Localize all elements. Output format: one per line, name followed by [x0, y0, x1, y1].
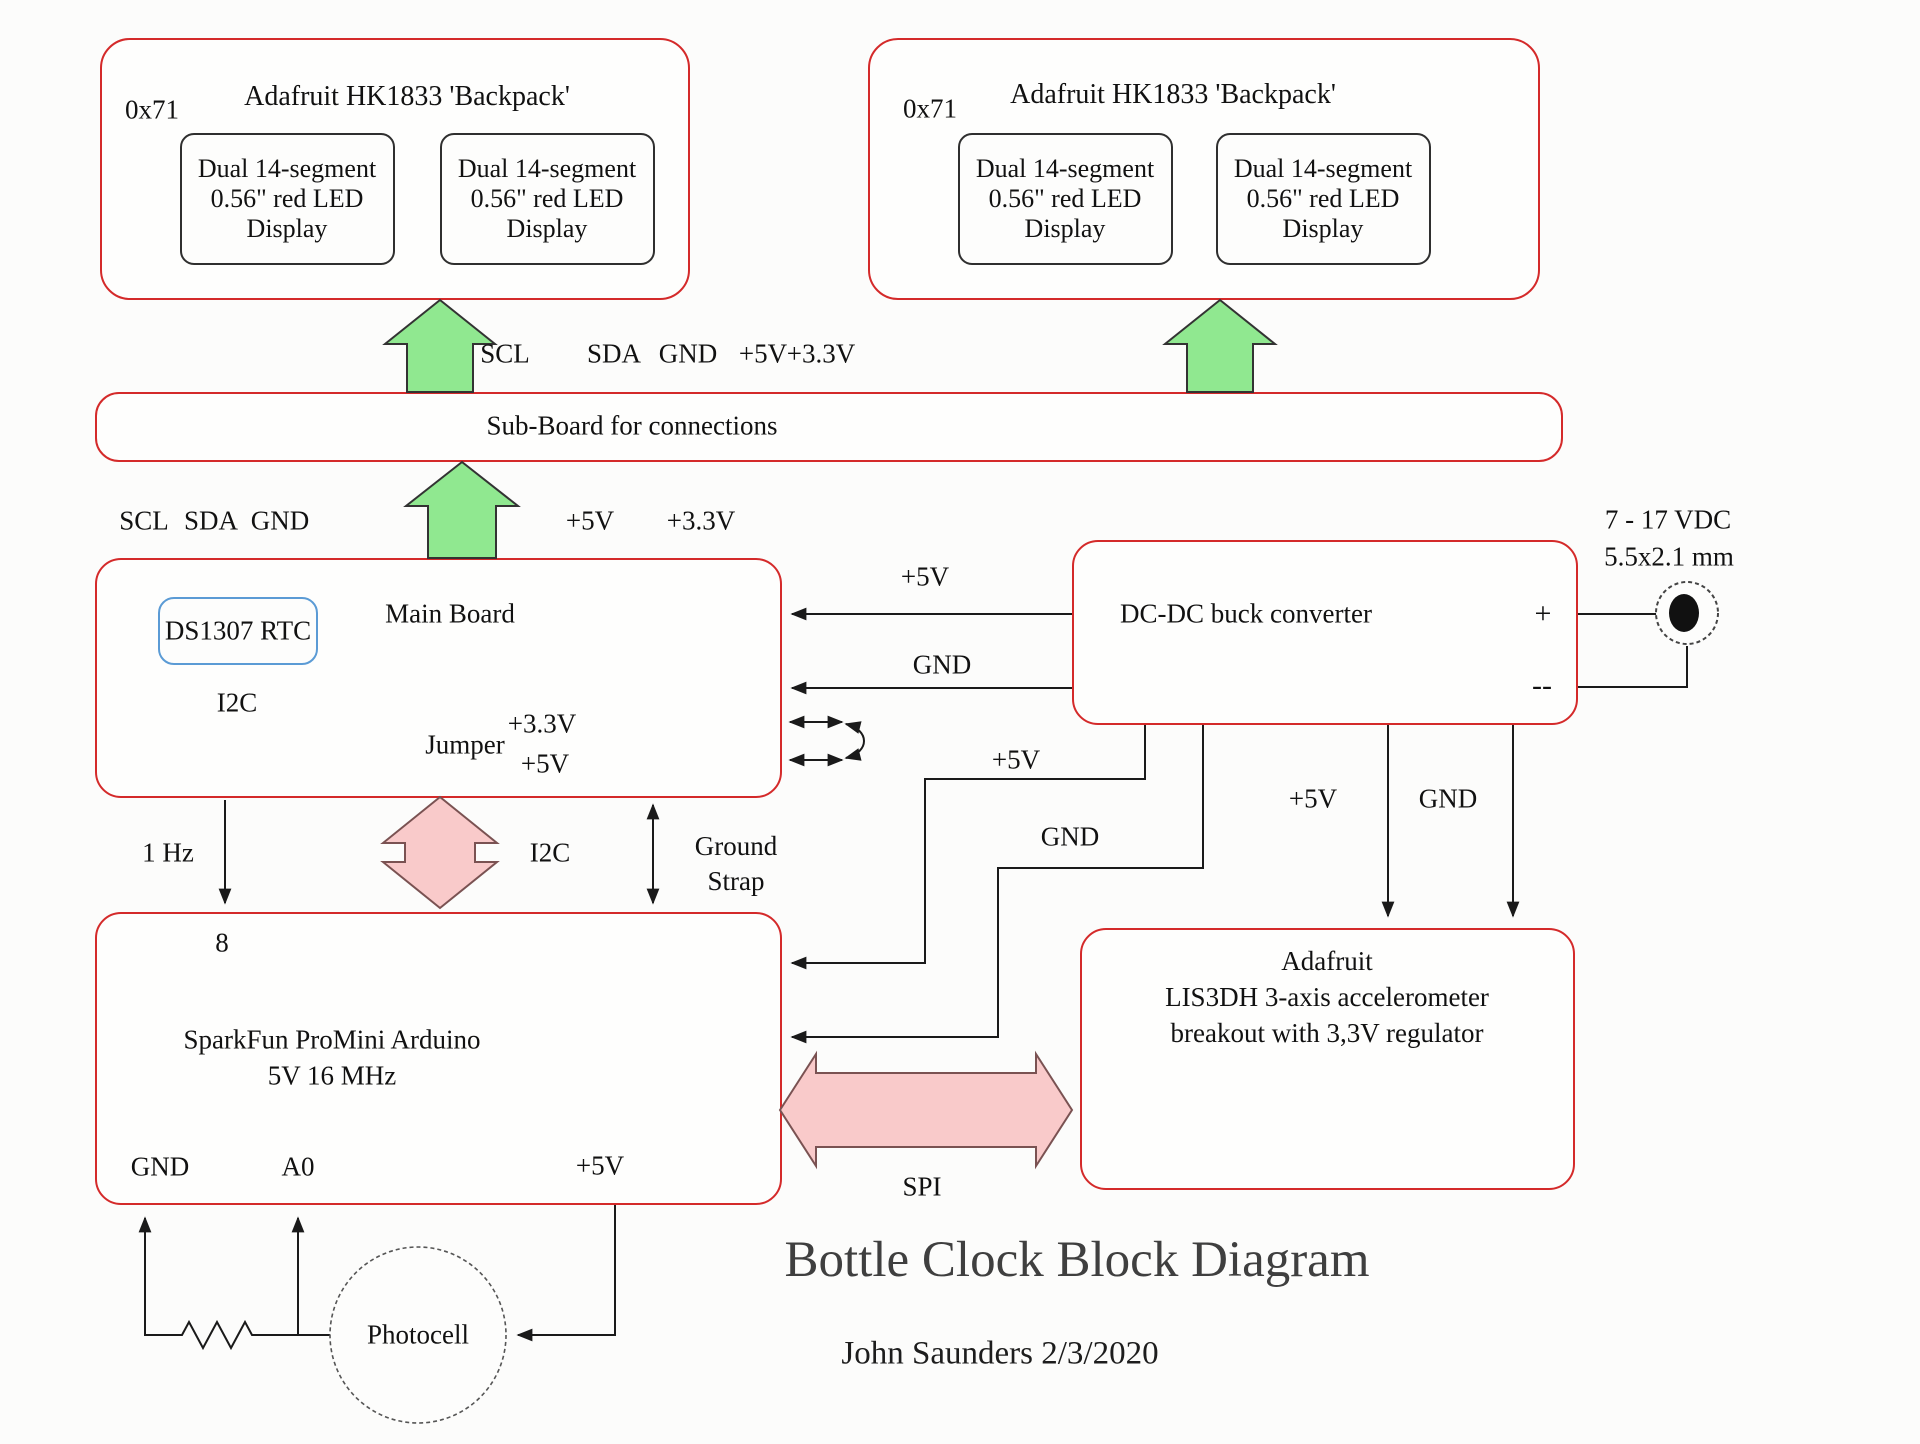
bus-top-v5: +5V: [738, 338, 788, 369]
rtc-box: [158, 597, 318, 665]
bus-top-sda: SDA: [586, 338, 642, 369]
power-jack-size: 5.5x2.1 mm: [1604, 541, 1734, 572]
bus-mid-v33: +3.3V: [666, 505, 736, 536]
green-arrow-left-backpack: [382, 298, 498, 393]
backpack-left-addr: 0x71: [125, 94, 179, 125]
wire-jack-minus: [1578, 646, 1688, 688]
bus-top-gnd: GND: [658, 338, 718, 369]
ground-strap-label: Ground Strap: [694, 830, 778, 896]
jumper-link-curve: [844, 721, 865, 761]
photocell-label: Photocell: [367, 1319, 469, 1350]
backpack-right-title: Adafruit HK1833 'Backpack': [1010, 78, 1336, 110]
led-display-box: [958, 133, 1173, 265]
main-board-title: Main Board: [385, 598, 515, 629]
wire-v5-arduino-label: +5V: [991, 744, 1041, 775]
bus-mid-sda: SDA: [183, 505, 239, 536]
wire-v5-accel-label: +5V: [1288, 783, 1338, 814]
green-arrow-right-backpack: [1162, 298, 1278, 393]
wire-gnd-arduino-label: GND: [1040, 821, 1100, 852]
power-jack-voltage: 7 - 17 VDC: [1604, 504, 1732, 535]
led-display-box: [440, 133, 655, 265]
wire-i2c-label: I2C: [529, 837, 571, 868]
dcdc-plus: +: [1534, 596, 1552, 630]
dcdc-box: [1072, 540, 1578, 725]
accelerometer-label: Adafruit LIS3DH 3-axis accelerometer bre…: [1165, 946, 1489, 1048]
sub-board-label: Sub-Board for connections: [486, 410, 778, 441]
diagram-title: Bottle Clock Block Diagram: [784, 1232, 1370, 1288]
wire-photocell-gnd-resistor: [138, 1216, 330, 1351]
arduino-title: SparkFun ProMini Arduino: [183, 1024, 481, 1055]
i2c-double-arrow: [380, 795, 500, 910]
led-display-label: Dual 14-segment 0.56" red LED Display: [457, 154, 637, 243]
backpack-left-title: Adafruit HK1833 'Backpack': [244, 80, 570, 112]
arduino-pin8: 8: [215, 927, 229, 958]
led-display-label: Dual 14-segment 0.56" red LED Display: [975, 154, 1155, 243]
arduino-a0: A0: [281, 1151, 315, 1182]
wire-gnd-accel-label: GND: [1418, 783, 1478, 814]
led-display-label: Dual 14-segment 0.56" red LED Display: [197, 154, 377, 243]
diagram-author: John Saunders 2/3/2020: [841, 1335, 1159, 1372]
rtc-label: DS1307 RTC: [164, 615, 312, 646]
bus-mid-scl: SCL: [119, 505, 169, 536]
jumper-label: Jumper: [425, 729, 505, 760]
arduino-box: [95, 912, 782, 1205]
main-board-box: [95, 558, 782, 798]
dcdc-minus: --: [1532, 668, 1552, 702]
led-display-label: Dual 14-segment 0.56" red LED Display: [1233, 154, 1413, 243]
bus-mid-v5: +5V: [565, 505, 615, 536]
barrel-jack-pin: [1669, 594, 1699, 632]
main-board-i2c: I2C: [216, 687, 258, 718]
bus-top-scl: SCL: [480, 338, 530, 369]
wire-v5-main-label: +5V: [900, 561, 950, 592]
sub-board-box: [95, 392, 1563, 462]
arduino-subtitle: 5V 16 MHz: [267, 1060, 397, 1091]
dcdc-title: DC-DC buck converter: [1120, 598, 1372, 629]
wire-gnd-main-label: GND: [912, 649, 972, 680]
jumper-v5-label: +5V: [520, 748, 570, 779]
wire-1hz-label: 1 Hz: [142, 837, 194, 868]
spi-double-arrow: [778, 1050, 1074, 1170]
backpack-right-addr: 0x71: [903, 93, 957, 124]
barrel-jack-outer: [1655, 581, 1719, 645]
arduino-gnd: GND: [130, 1151, 190, 1182]
wire-spi-label: SPI: [902, 1171, 942, 1202]
wire-photocell-v5: [516, 1205, 616, 1342]
led-display-box: [180, 133, 395, 265]
jumper-v33-label: +3.3V: [507, 708, 577, 739]
led-display-box: [1216, 133, 1431, 265]
green-arrow-subboard: [403, 460, 521, 559]
bus-mid-gnd: GND: [250, 505, 310, 536]
arduino-v5: +5V: [575, 1150, 625, 1181]
bus-top-v33: +3.3V: [786, 338, 856, 369]
